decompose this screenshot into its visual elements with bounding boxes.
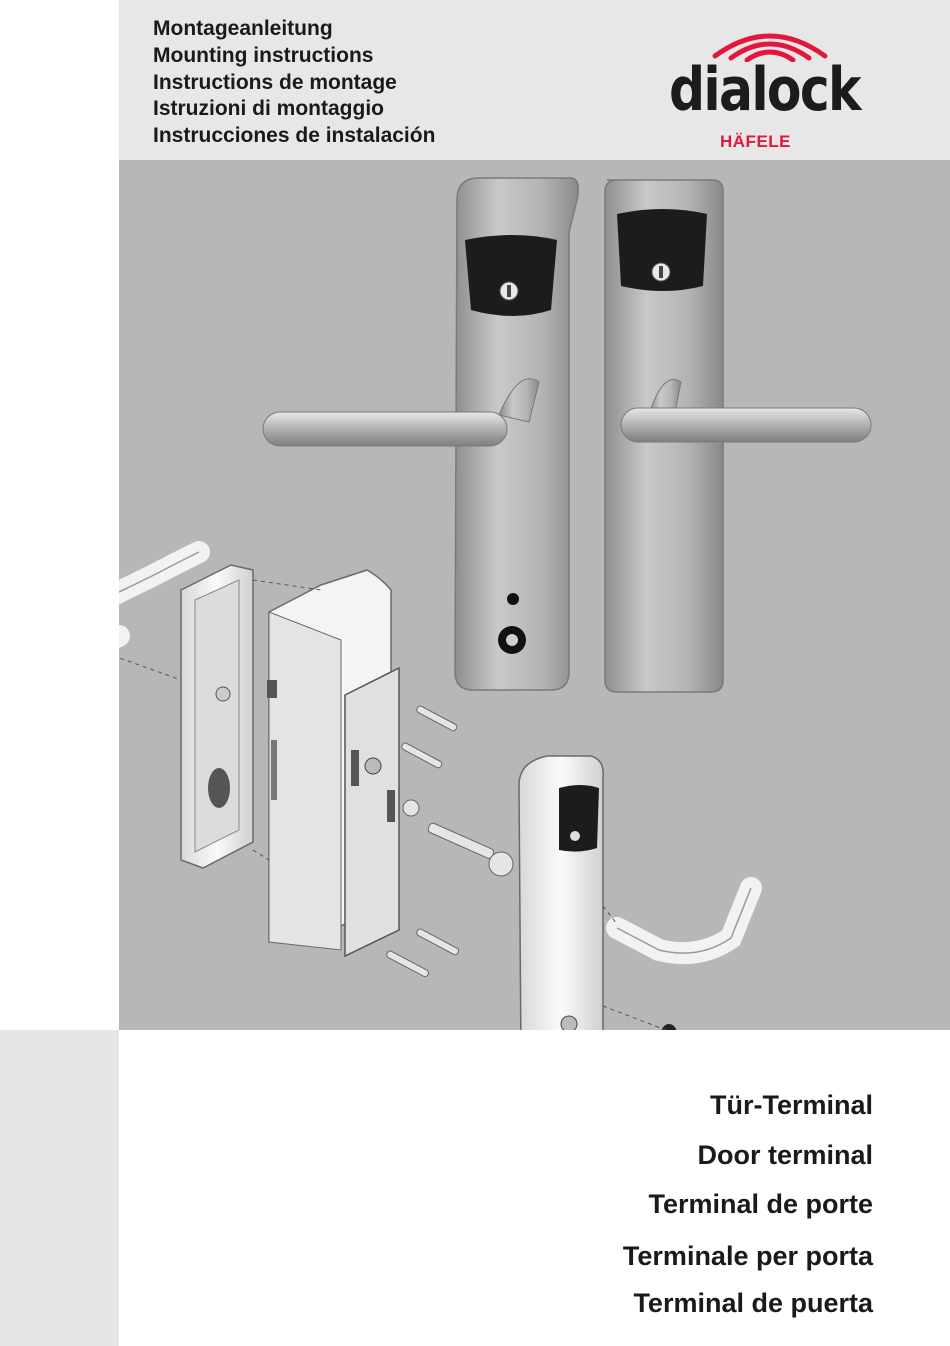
instruction-title-es: Instrucciones de instalación [153,123,435,150]
dialock-logo: dialock HÄFELE [665,22,875,152]
product-titles: Tür-Terminal Door terminal Terminal de p… [623,1090,873,1328]
door-terminal-illustration [119,160,950,1030]
instruction-title-it: Istruzioni di montaggio [153,96,435,123]
back-plate [181,565,253,868]
instruction-titles: Montageanleitung Mounting instructions I… [153,16,435,150]
logo-brand: HÄFELE [720,132,791,152]
product-title-en: Door terminal [623,1140,873,1189]
left-margin-strip [0,0,119,1030]
lock-case [345,668,399,956]
left-grey-strip [0,1030,119,1346]
mounting-screws [386,705,513,978]
instruction-title-de: Montageanleitung [153,16,435,43]
logo-wordmark: dialock [669,60,860,120]
product-title-fr: Terminal de porte [623,1189,873,1241]
u-handle-right [617,888,751,953]
product-title-es: Terminal de puerta [623,1288,873,1328]
product-title-de: Tür-Terminal [623,1090,873,1140]
instruction-title-fr: Instructions de montage [153,70,435,97]
instruction-title-en: Mounting instructions [153,43,435,70]
terminal-front [519,756,603,1030]
product-photo-area [119,160,950,1030]
product-title-it: Terminale per porta [623,1241,873,1288]
